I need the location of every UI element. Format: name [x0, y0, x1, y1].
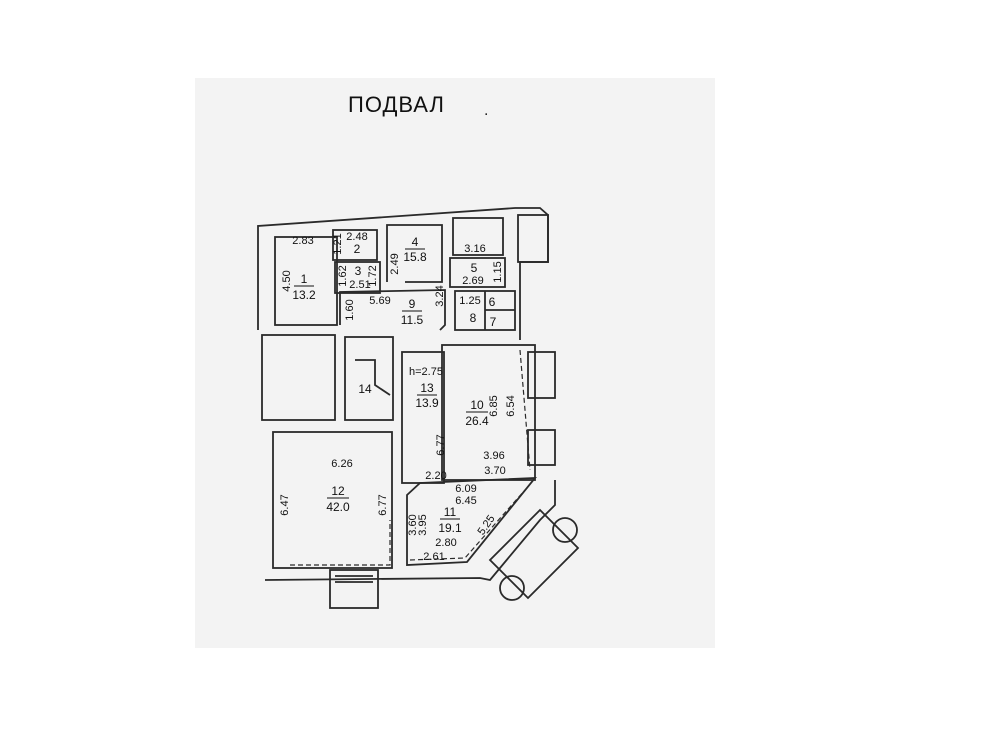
dimension: 3.96: [483, 450, 504, 462]
room-area: 42.0: [326, 500, 350, 514]
room-number: 3: [355, 264, 362, 278]
stair-box-top: [517, 214, 549, 263]
dimension: 1.60: [344, 299, 356, 320]
dimension: 1.62: [337, 265, 349, 286]
dimension: 2.51: [349, 279, 370, 291]
dimension: 6.47: [279, 494, 291, 515]
room-11: [406, 477, 537, 566]
dimension: 4.50: [281, 270, 293, 291]
room-labels: 1 13.2 2 3 4 15.8 5 2.69 6 7 8 9 11.5 10…: [292, 235, 496, 535]
room-number: 7: [490, 315, 497, 329]
room-number: 4: [412, 235, 419, 249]
room-1: [274, 236, 338, 326]
dimension: 6.85: [488, 395, 500, 416]
dimension: 3.95: [417, 514, 429, 535]
room-4: [386, 224, 443, 283]
dimension: 6.45: [455, 495, 476, 507]
room-number: 12: [331, 484, 345, 498]
room-14: [344, 336, 394, 421]
dimension: 1.15: [492, 261, 504, 282]
dimension: 5.69: [369, 295, 390, 307]
room-number: 2: [354, 242, 361, 256]
room-number: 8: [470, 311, 477, 325]
room-area: 2.69: [462, 275, 483, 287]
dimension: 6.54: [505, 395, 517, 416]
room-2: [332, 229, 378, 261]
dimension: 2.49: [389, 253, 401, 274]
title-dot: .: [484, 102, 489, 119]
bay-window: [488, 508, 580, 600]
dimension: 1.25: [459, 295, 480, 307]
room-number: 14: [358, 382, 372, 396]
dimension: 2.80: [435, 537, 456, 549]
dimension: 3.24: [434, 285, 446, 306]
room-area: 15.8: [403, 250, 427, 264]
dimension: 3.60: [407, 514, 419, 535]
porch: [329, 569, 379, 609]
dimension: 3.70: [484, 465, 505, 477]
hatched-area: [261, 334, 336, 421]
window-well-2: [527, 429, 556, 466]
dimension: 2.61: [423, 551, 444, 563]
room-number: 13: [420, 381, 434, 395]
room-12: [272, 431, 393, 569]
dimension: 2.48: [346, 231, 367, 243]
room-number: 5: [471, 261, 478, 275]
room-number: 6: [489, 295, 496, 309]
column-2: [499, 575, 525, 601]
room-area: 26.4: [465, 414, 489, 428]
room-area: 11.5: [401, 313, 424, 327]
dimension: 1.72: [367, 265, 379, 286]
window-well-1: [527, 351, 556, 399]
dimension: 6.77: [435, 434, 447, 455]
room-3: [334, 261, 381, 294]
dimension: 6.77: [377, 494, 389, 515]
dimension: 6.09: [455, 483, 476, 495]
room-number: 1: [301, 272, 308, 286]
room-9: [339, 289, 446, 331]
scanned-sheet: [195, 78, 715, 648]
room-5: [449, 257, 506, 288]
room-area: 13.2: [292, 288, 316, 302]
room-number: 11: [444, 505, 457, 519]
dimension: 2.20: [425, 470, 446, 482]
dimension: 6.26: [331, 458, 352, 470]
dimension: 3.16: [464, 243, 485, 255]
room-storage: [452, 217, 504, 256]
column-1: [552, 517, 578, 543]
plan-title: ПОДВАЛ: [348, 92, 445, 117]
dimension: 2.83: [292, 235, 313, 247]
dimension: h=2.75: [409, 366, 443, 378]
room-number: 10: [470, 398, 484, 412]
room-number: 9: [409, 297, 416, 311]
room-area: 19.1: [438, 521, 462, 535]
dimension: 1.21: [332, 233, 344, 254]
walls: [257, 207, 580, 609]
room-area: 13.9: [415, 396, 439, 410]
